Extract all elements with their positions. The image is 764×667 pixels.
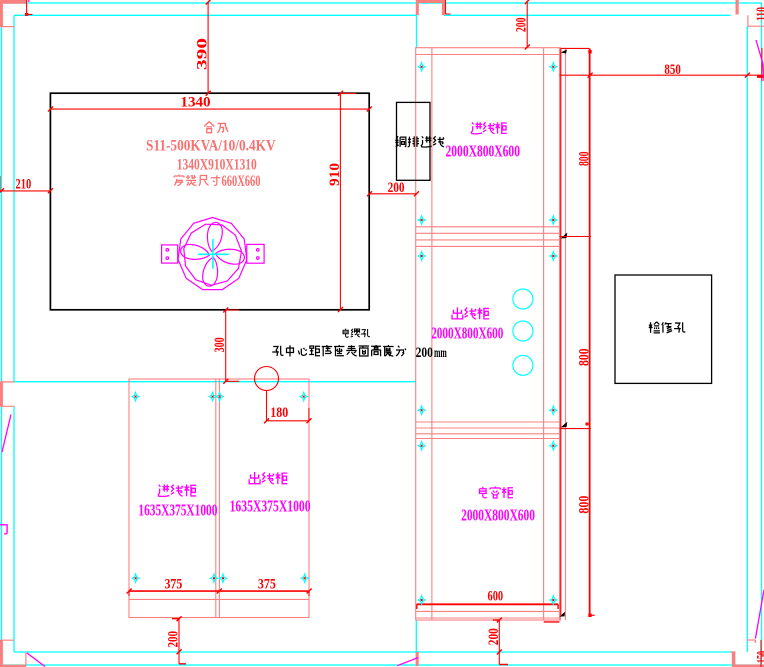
svg-text:800: 800 xyxy=(577,496,593,514)
svg-text:1635X375X1000: 1635X375X1000 xyxy=(138,501,217,520)
svg-text:1340X910X1310: 1340X910X1310 xyxy=(177,157,257,174)
svg-text:910: 910 xyxy=(327,163,343,186)
svg-text:S11-500KVA/10/0.4KV: S11-500KVA/10/0.4KV xyxy=(146,138,276,155)
svg-text:800: 800 xyxy=(577,152,593,167)
svg-text:2000X800X600: 2000X800X600 xyxy=(461,505,535,524)
svg-text:390: 390 xyxy=(194,38,210,70)
svg-text:200: 200 xyxy=(165,631,181,648)
svg-text:2000X800X600: 2000X800X600 xyxy=(446,141,521,160)
svg-text:210: 210 xyxy=(16,177,32,193)
svg-text:150: 150 xyxy=(755,651,764,663)
svg-text:660X660: 660X660 xyxy=(222,173,261,190)
svg-text:2000X800X600: 2000X800X600 xyxy=(431,323,503,342)
svg-text:800: 800 xyxy=(577,348,593,366)
svg-text:600: 600 xyxy=(488,589,504,605)
svg-text:200: 200 xyxy=(388,180,405,196)
svg-text:200: 200 xyxy=(416,345,433,361)
svg-text:300: 300 xyxy=(212,337,228,352)
svg-text:110: 110 xyxy=(754,7,764,21)
svg-text:mm: mm xyxy=(434,346,447,361)
svg-text:1635X375X1000: 1635X375X1000 xyxy=(230,497,311,516)
svg-text:200: 200 xyxy=(486,628,502,645)
svg-text:375: 375 xyxy=(165,576,183,592)
svg-text:375: 375 xyxy=(258,576,276,592)
svg-text:180: 180 xyxy=(270,405,288,421)
svg-text:850: 850 xyxy=(664,62,680,78)
svg-text:1340: 1340 xyxy=(180,94,210,110)
svg-text:200: 200 xyxy=(514,18,530,33)
